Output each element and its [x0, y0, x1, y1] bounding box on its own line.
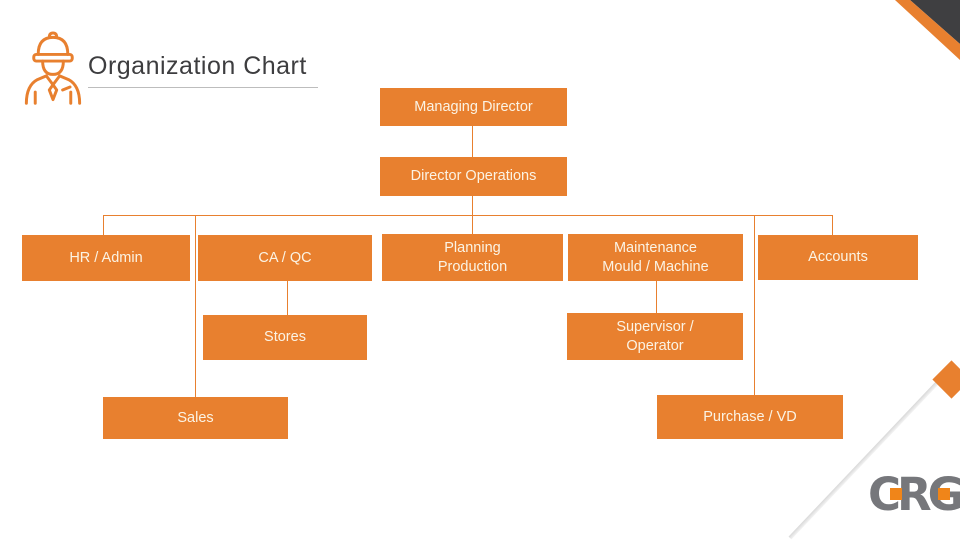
company-logo: CRG [868, 466, 960, 524]
title-underline [88, 87, 318, 88]
org-node-supervisor-operator: Supervisor / Operator [567, 313, 743, 360]
page-title: Organization Chart [88, 52, 307, 80]
connector-maint-supervisor [656, 281, 657, 313]
org-node-sales: Sales [103, 397, 288, 439]
org-node-maintenance: Maintenance Mould / Machine [568, 234, 743, 281]
connector-caqc-stores [287, 281, 288, 315]
engineer-icon [24, 31, 82, 105]
connector-purchase-vd [754, 215, 755, 395]
org-node-director-operations: Director Operations [380, 157, 567, 196]
logo-accent-square [890, 488, 902, 500]
org-node-ca-qc: CA / QC [198, 235, 372, 281]
accent-diamond-decoration [932, 360, 960, 399]
org-node-stores: Stores [203, 315, 367, 360]
org-node-hr-admin: HR / Admin [22, 235, 190, 281]
connector-accounts [832, 215, 833, 235]
org-node-purchase-vd: Purchase / VD [657, 395, 843, 439]
logo-accent-square [938, 488, 950, 500]
connector-hr-admin [103, 215, 104, 235]
org-node-accounts: Accounts [758, 235, 918, 280]
org-node-managing-director: Managing Director [380, 88, 567, 126]
corner-ribbon-decoration [895, 0, 960, 60]
connector-md-do [472, 126, 473, 157]
org-node-planning-production: Planning Production [382, 234, 563, 281]
connector-horizontal [103, 215, 833, 216]
connector-sales [195, 215, 196, 397]
